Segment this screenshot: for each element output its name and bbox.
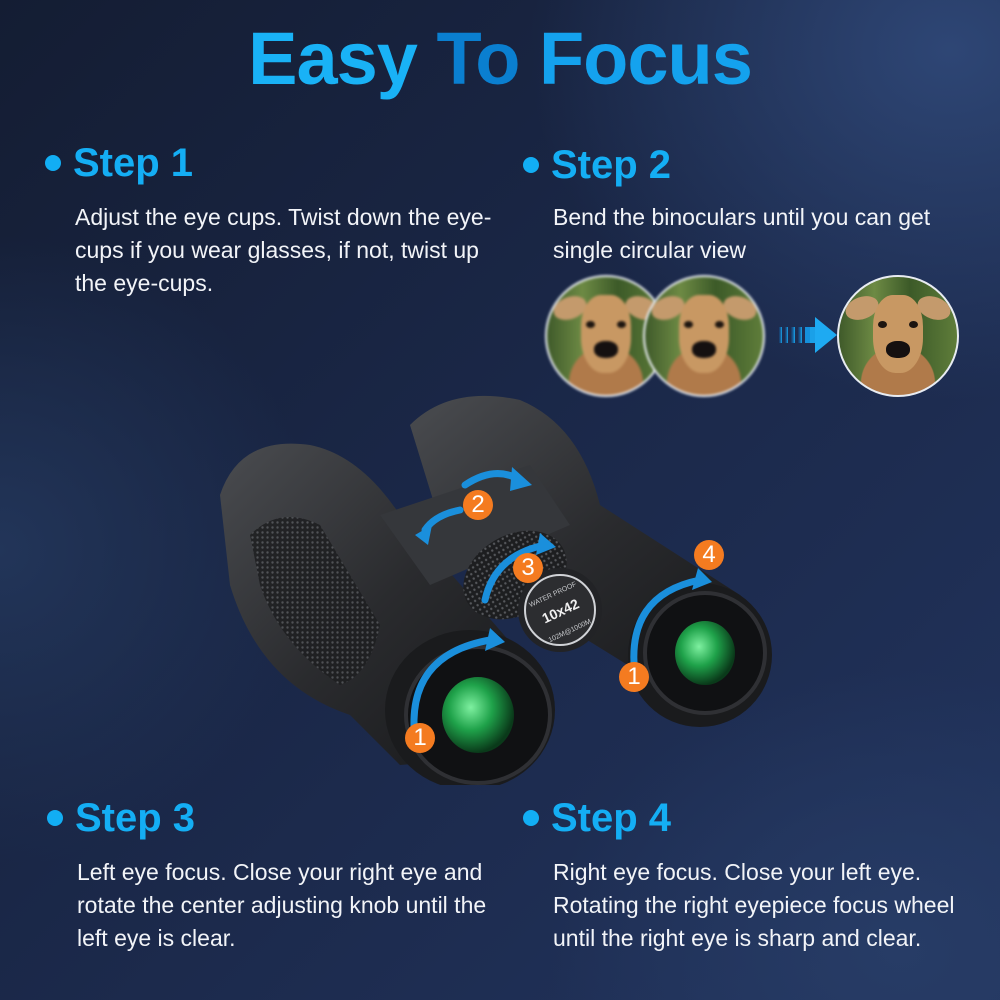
binoculars-illustration: 10x42 WATER PROOF 102M@1000M 1 1 2 3 4 bbox=[200, 385, 780, 790]
step-description: Adjust the eye cups. Twist down the eye-… bbox=[75, 204, 492, 296]
curved-arrow-icon bbox=[421, 506, 464, 534]
step-3: Step 3 Left eye focus. Close your right … bbox=[47, 798, 497, 955]
step-badge-4: 4 bbox=[694, 540, 724, 570]
curved-arrow-icon bbox=[630, 576, 704, 679]
dot-icon bbox=[45, 155, 61, 171]
deer-view-right bbox=[643, 275, 765, 397]
step-1: Step 1 Adjust the eye cups. Twist down t… bbox=[45, 143, 495, 300]
step-badge-3: 3 bbox=[513, 553, 543, 583]
title-word-to: To bbox=[436, 17, 520, 100]
circular-view-illustration bbox=[545, 275, 965, 397]
step-title: Step 2 bbox=[551, 143, 672, 187]
curved-arrow-icon bbox=[481, 541, 549, 604]
dot-icon bbox=[523, 157, 539, 173]
deer-view-single bbox=[837, 275, 959, 397]
curved-arrow-icon bbox=[410, 636, 494, 744]
step-badge-2: 2 bbox=[463, 490, 493, 520]
step-title: Step 3 bbox=[75, 796, 196, 840]
binoculars-icon: 10x42 WATER PROOF 102M@1000M bbox=[220, 395, 772, 790]
arrow-right-icon bbox=[779, 317, 837, 353]
dot-icon bbox=[523, 810, 539, 826]
page-title: Easy To Focus bbox=[0, 22, 1000, 96]
title-word-focus: Focus bbox=[538, 17, 753, 100]
step-2: Step 2 Bend the binoculars until you can… bbox=[523, 145, 963, 267]
step-title: Step 1 bbox=[73, 141, 194, 185]
step-4: Step 4 Right eye focus. Close your left … bbox=[523, 798, 973, 955]
step-badge-1-left: 1 bbox=[405, 723, 435, 753]
step-title: Step 4 bbox=[551, 796, 672, 840]
step-description: Right eye focus. Close your left eye. Ro… bbox=[553, 859, 955, 951]
step-badge-1-right: 1 bbox=[619, 662, 649, 692]
title-word-easy: Easy bbox=[248, 17, 418, 100]
step-description: Left eye focus. Close your right eye and… bbox=[77, 859, 487, 951]
step-description: Bend the binoculars until you can get si… bbox=[553, 204, 931, 263]
dot-icon bbox=[47, 810, 63, 826]
